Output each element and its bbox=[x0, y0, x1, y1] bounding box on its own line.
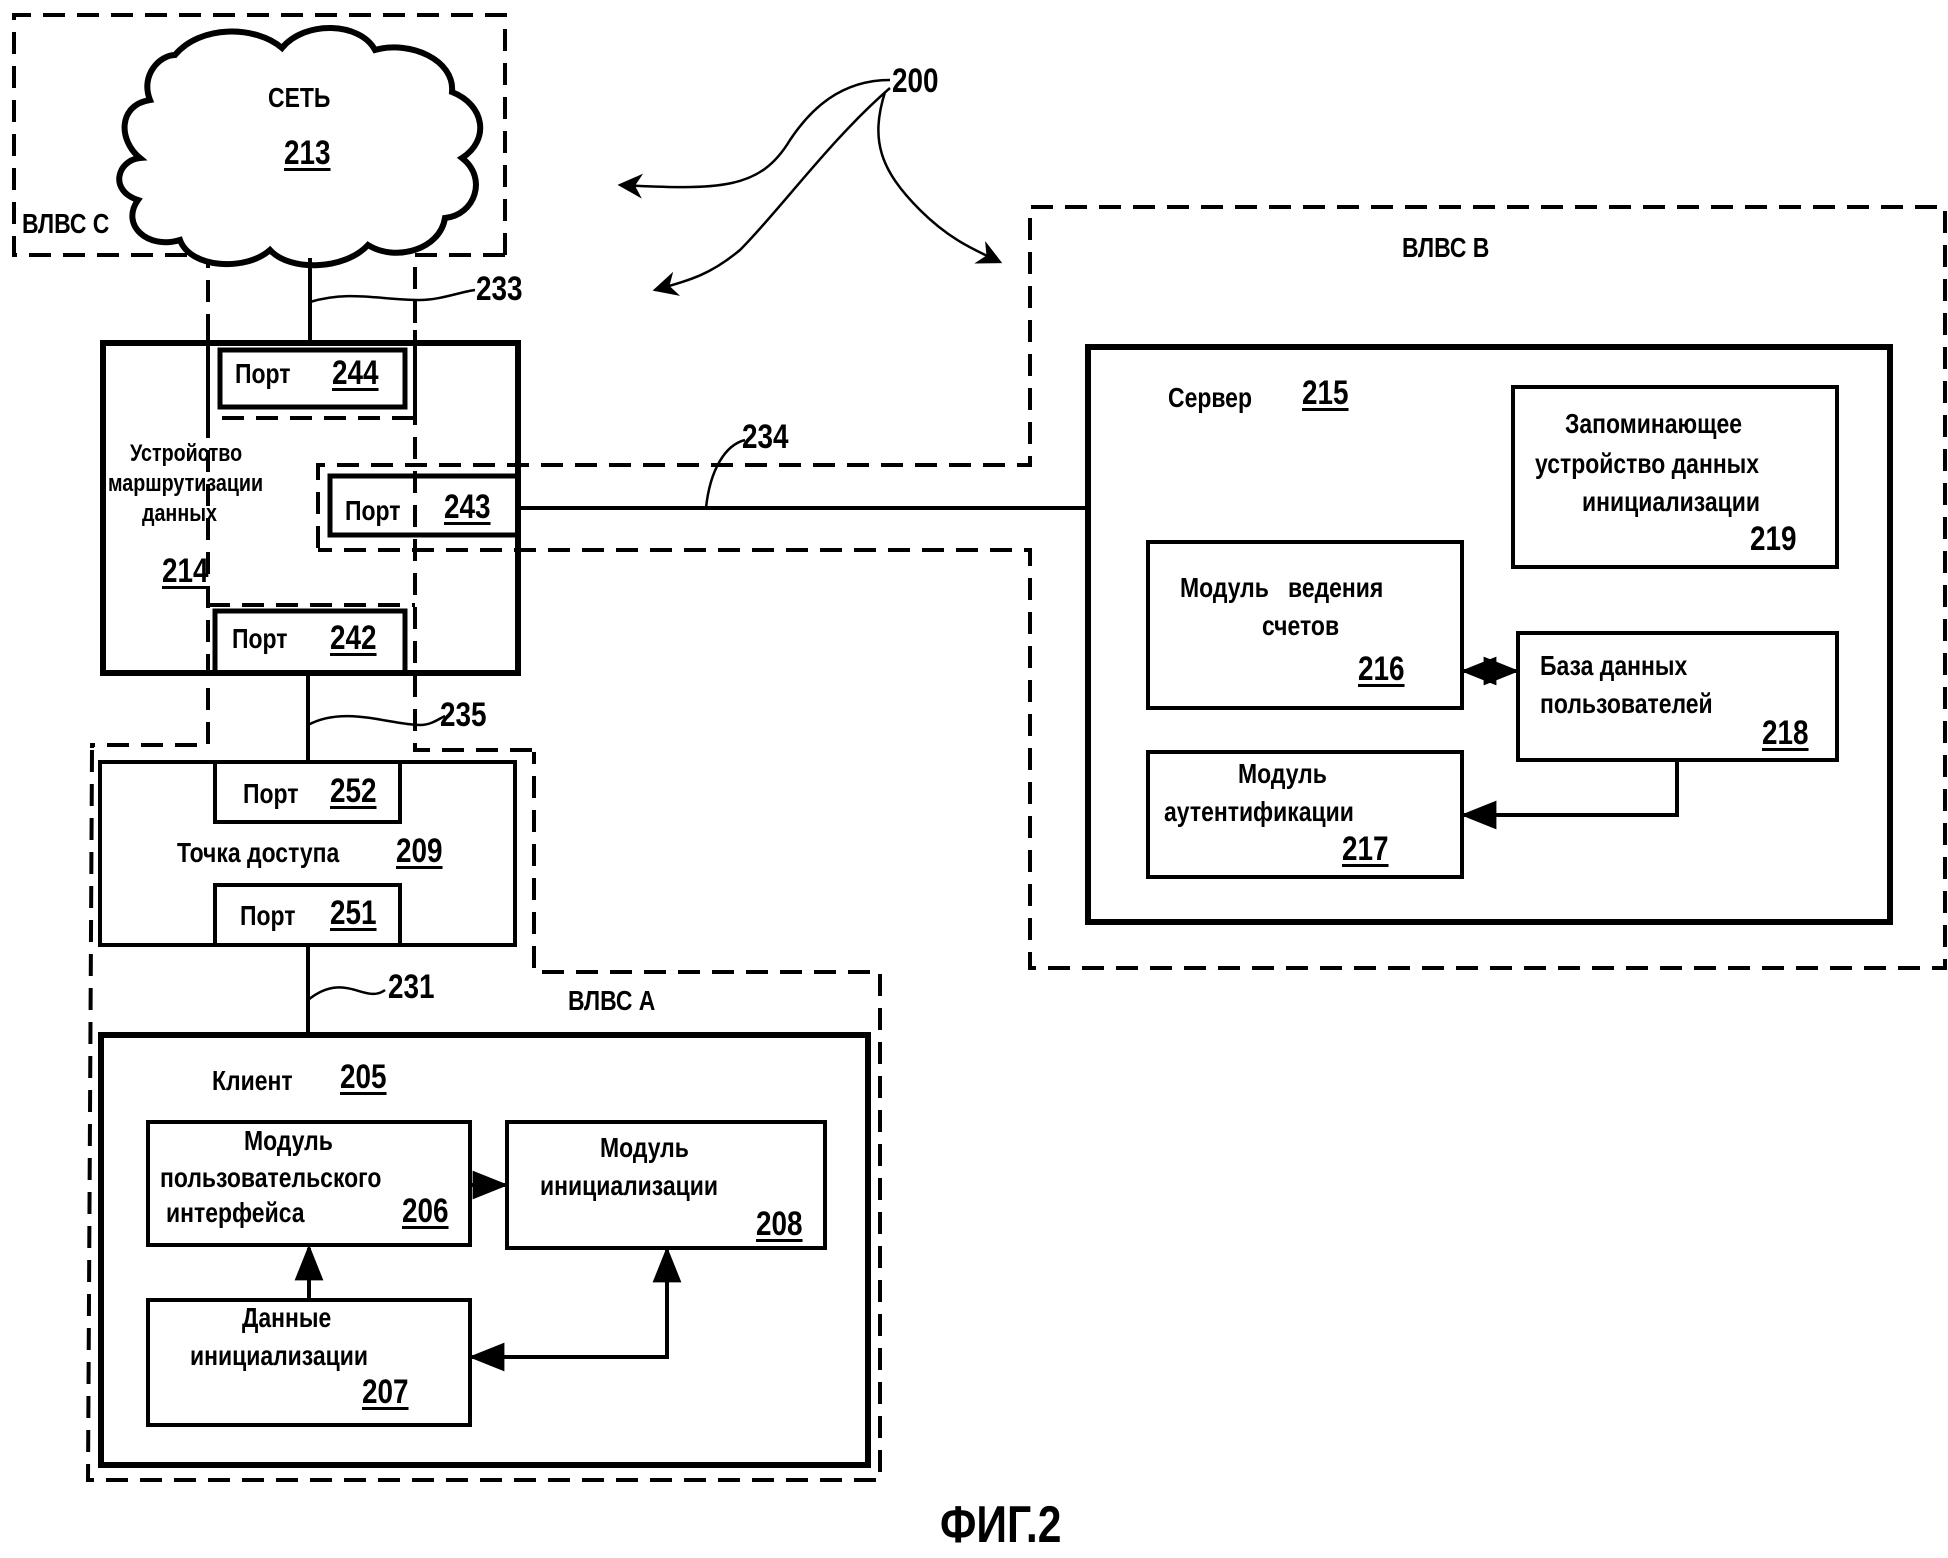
port-244-label: Порт bbox=[235, 358, 291, 389]
link-233-label: 233 bbox=[476, 270, 523, 308]
router-label-line-3: данных bbox=[142, 500, 217, 527]
server-box bbox=[1085, 344, 1893, 925]
router-label-line-1: Устройство bbox=[130, 440, 243, 467]
accounting-number: 216 bbox=[1358, 650, 1405, 688]
port-252-box bbox=[213, 760, 402, 824]
port-252-number: 252 bbox=[330, 772, 377, 810]
server-number: 215 bbox=[1302, 374, 1349, 412]
ref-200-arrow-2 bbox=[652, 87, 891, 296]
init-module-line-2: инициализации bbox=[540, 1170, 719, 1201]
storage-line-1: Запоминающее bbox=[1565, 408, 1743, 439]
port-243-label: Порт bbox=[345, 495, 401, 526]
storage-box bbox=[1511, 385, 1839, 569]
port-242-number: 242 bbox=[330, 619, 377, 657]
wlan-a-label: ВЛВС A bbox=[568, 985, 656, 1016]
ui-module-line-1: Модуль bbox=[244, 1125, 333, 1156]
accounting-line-1: Модуль ведения bbox=[1180, 572, 1384, 603]
network-number: 213 bbox=[284, 134, 331, 172]
access-point-label: Точка доступа bbox=[177, 837, 340, 868]
network-label: СЕТЬ bbox=[268, 82, 331, 113]
accounting-line-2: счетов bbox=[1262, 610, 1340, 641]
user-db-line-1: База данных bbox=[1540, 650, 1688, 681]
router-number: 214 bbox=[162, 552, 209, 590]
accounting-box bbox=[1146, 540, 1464, 710]
ui-module-line-3: интерфейса bbox=[166, 1197, 305, 1228]
leader-231 bbox=[307, 986, 386, 1001]
auth-number: 217 bbox=[1342, 830, 1389, 868]
arrow-user-db-to-auth bbox=[1460, 760, 1679, 830]
leader-235 bbox=[307, 714, 446, 727]
port-243-box bbox=[327, 473, 521, 538]
wlan-b-label: ВЛВС B bbox=[1402, 232, 1490, 263]
figure-caption: ФИГ.2 bbox=[940, 1496, 1062, 1554]
ui-module-line-2: пользовательского bbox=[160, 1162, 382, 1193]
ref-200-arrow-3 bbox=[877, 91, 1003, 264]
client-number: 205 bbox=[340, 1058, 387, 1096]
port-251-number: 251 bbox=[330, 894, 377, 932]
router-label-line-2: маршрутизации bbox=[108, 470, 264, 497]
leader-234 bbox=[704, 438, 746, 509]
port-242-box bbox=[212, 608, 408, 676]
wlan-c-label: ВЛВС C bbox=[22, 208, 110, 239]
cloud-shape bbox=[116, 25, 484, 269]
init-data-line-2: инициализации bbox=[190, 1340, 369, 1371]
port-244-box bbox=[217, 347, 408, 410]
storage-number: 219 bbox=[1750, 520, 1797, 558]
port-252-label: Порт bbox=[243, 778, 299, 809]
client-box bbox=[98, 1032, 871, 1468]
user-db-number: 218 bbox=[1762, 714, 1809, 752]
init-module-number: 208 bbox=[756, 1205, 803, 1243]
link-234-label: 234 bbox=[742, 418, 789, 456]
auth-line-2: аутентификации bbox=[1164, 796, 1354, 827]
arrow-init-module-init-data bbox=[468, 1246, 682, 1372]
port-244-zone bbox=[206, 330, 417, 420]
access-point-number: 209 bbox=[396, 832, 443, 870]
wlan-a-boundary bbox=[85, 749, 882, 1482]
init-module-line-1: Модуль bbox=[600, 1132, 689, 1163]
link-231-label: 231 bbox=[388, 968, 435, 1006]
ui-module-number: 206 bbox=[402, 1192, 449, 1230]
port-251-box bbox=[213, 883, 402, 947]
auth-line-1: Модуль bbox=[1238, 758, 1327, 789]
port-243-number: 243 bbox=[444, 488, 491, 526]
port-251-label: Порт bbox=[240, 900, 296, 931]
ref-200-arrow-1 bbox=[617, 78, 891, 199]
link-235-label: 235 bbox=[440, 696, 487, 734]
port-242-label: Порт bbox=[232, 623, 288, 654]
figure-reference-200: 200 bbox=[892, 62, 939, 100]
wlan-c-boundary-right bbox=[413, 253, 534, 752]
storage-line-2: устройство данных bbox=[1535, 448, 1760, 479]
wlan-c-boundary bbox=[12, 13, 507, 748]
leader-233 bbox=[309, 288, 476, 304]
storage-line-3: инициализации bbox=[1582, 486, 1761, 517]
user-db-line-2: пользователей bbox=[1540, 688, 1713, 719]
wlan-b-boundary bbox=[316, 205, 1947, 970]
client-label: Клиент bbox=[212, 1065, 293, 1096]
init-data-line-1: Данные bbox=[242, 1302, 332, 1333]
server-label: Сервер bbox=[1168, 382, 1252, 413]
port-244-number: 244 bbox=[332, 354, 379, 392]
init-data-number: 207 bbox=[362, 1373, 409, 1411]
